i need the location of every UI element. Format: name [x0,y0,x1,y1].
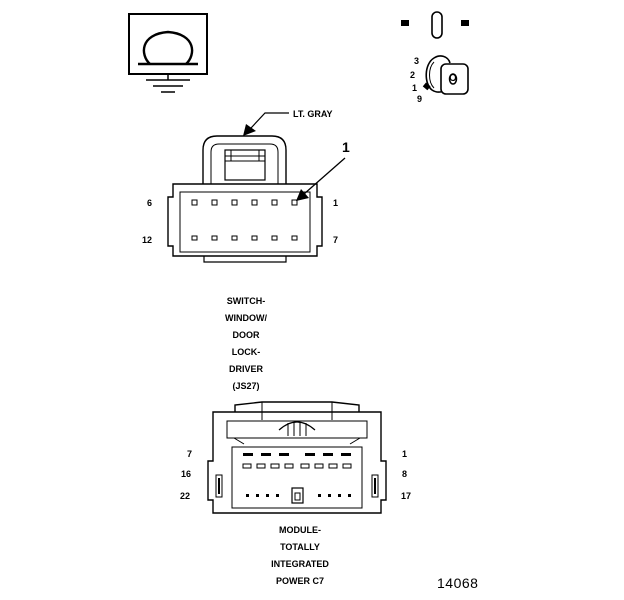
ignition-position-1: 1 [412,83,418,93]
caption-line: DOOR [232,330,260,340]
ignition-key-icon [401,11,469,95]
connector-bottom [207,401,387,514]
pin-label-22: 22 [180,491,191,501]
pin-label-8: 8 [402,469,408,479]
caption-line: TOTALLY [280,542,320,552]
caption-line: (JS27) [232,381,260,391]
pin-label-6: 6 [147,198,153,208]
connector-top [167,135,323,263]
ground-omega-icon [128,13,208,93]
pin-label-7: 7 [333,235,339,245]
pin-label-16: 16 [181,469,192,479]
caption-line: POWER C7 [275,576,324,586]
caption-line: SWITCH- [226,296,266,306]
color-label-leader [243,112,289,136]
pin-label-17: 17 [401,491,412,501]
connector-bottom-caption: MODULE- TOTALLY INTEGRATED POWER C7 [240,522,360,590]
caption-line: MODULE- [279,525,321,535]
callout-leader [296,157,346,201]
connector-top-caption: SWITCH- WINDOW/ DOOR LOCK- DRIVER (JS27) [186,293,306,395]
caption-line: WINDOW/ [225,313,267,323]
pin-label-12: 12 [142,235,153,245]
pin-label-1-bottom: 1 [402,449,408,459]
pin-label-1: 1 [333,198,339,208]
caption-line: DRIVER [228,364,263,374]
ignition-position-9: 9 [417,94,423,104]
ignition-position-2: 2 [410,70,416,80]
pin-label-7-bottom: 7 [187,449,193,459]
figure-number: 14068 [437,575,479,591]
caption-line: INTEGRATED [271,559,329,569]
caption-line: LOCK- [231,347,261,357]
ignition-key-letter: O [449,73,457,84]
ignition-position-3: 3 [414,56,420,66]
connector-color-label: LT. GRAY [293,109,333,119]
callout-number: 1 [342,139,350,155]
